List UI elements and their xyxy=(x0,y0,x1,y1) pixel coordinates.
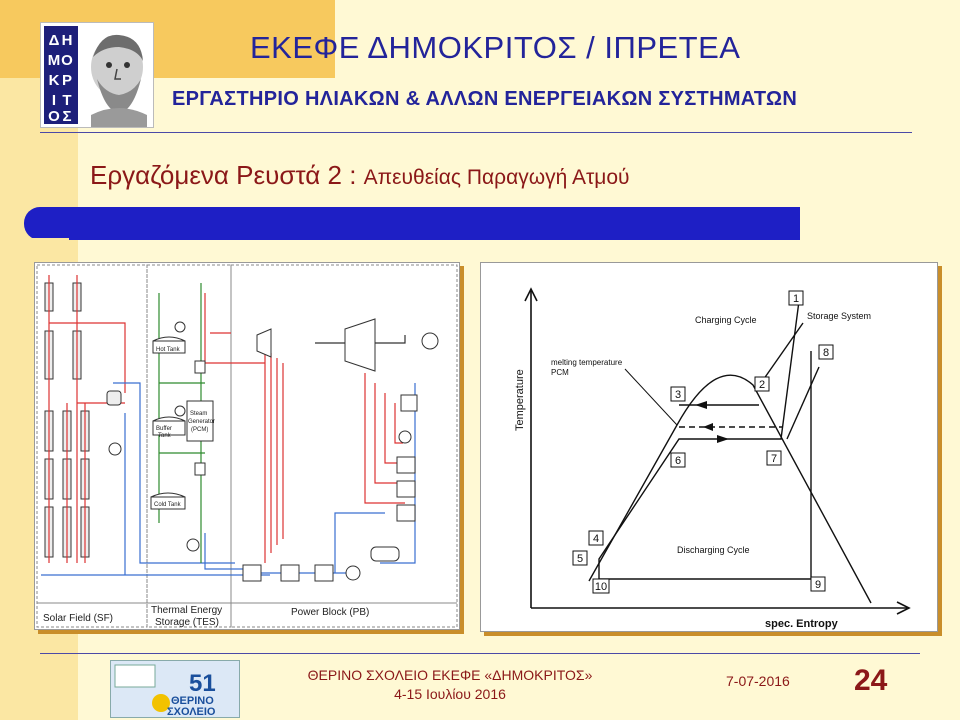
point-9-label: 9 xyxy=(815,579,821,591)
steam-generator-label-2: Generator xyxy=(188,419,215,425)
logo-letter: Ρ xyxy=(62,72,72,89)
steam-generator-label-3: (PCM) xyxy=(191,427,208,433)
storage-line xyxy=(760,322,804,384)
rankine-cycle-upper xyxy=(598,300,800,579)
logo-letter: Μ xyxy=(48,52,61,69)
footer-school: ΘΕΡΙΝΟ ΣΧΟΛΕΙΟ ΕΚΕΦΕ «ΔΗΜΟΚΡΙΤΟΣ» 4-15 Ι… xyxy=(300,666,600,704)
power-block-label: Power Block (PB) xyxy=(291,607,369,618)
point-6-label: 6 xyxy=(675,455,681,467)
point-10-label: 10 xyxy=(595,581,607,593)
demokritos-logo-graphic: Δ Η Μ Ο Κ Ρ Ι Τ Ο Σ xyxy=(41,23,153,127)
discharging-cycle-label: Discharging Cycle xyxy=(677,545,750,555)
buffer-tank-label-1: Buffer xyxy=(156,426,172,432)
page-number: 24 xyxy=(854,664,888,697)
footer-divider xyxy=(40,653,920,654)
slide-heading-main: Εργαζόμενα Ρευστά 2 : xyxy=(90,160,357,190)
lab-subtitle: ΕΡΓΑΣΤΗΡΙΟ ΗΛΙΑΚΩΝ & ΑΛΛΩΝ ΕΝΕΡΓΕΙΑΚΩΝ Σ… xyxy=(172,88,798,110)
plant-schematic-panel: Solar Field (SF) Thermal Energy Storage … xyxy=(34,262,460,630)
point-8-label: 8 xyxy=(823,347,829,359)
footer-school-line1: ΘΕΡΙΝΟ ΣΧΟΛΕΙΟ ΕΚΕΦΕ «ΔΗΜΟΚΡΙΤΟΣ» xyxy=(307,667,593,683)
point-5-label: 5 xyxy=(577,553,583,565)
logo-letter: Ο xyxy=(61,52,73,69)
solar-field-label: Solar Field (SF) xyxy=(43,613,113,624)
footer-school-line2: 4-15 Ιουλίου 2016 xyxy=(394,686,506,702)
point-7-label: 7 xyxy=(771,453,777,465)
lp-turbine-icon xyxy=(344,318,376,372)
logo-word-2: ΣΧΟΛΕΙΟ xyxy=(167,706,216,717)
plant-schematic: Solar Field (SF) Thermal Energy Storage … xyxy=(36,264,458,628)
point-2-label: 2 xyxy=(759,379,765,391)
x-axis-arrow xyxy=(896,601,911,615)
logo-number: 51 xyxy=(189,670,216,697)
x-axis-label: spec. Entropy xyxy=(765,618,839,630)
tes-label-line1: Thermal Energy xyxy=(151,605,222,616)
point-1-label: 1 xyxy=(793,293,799,305)
ts-diagram: Temperature spec. Entropy xyxy=(514,287,911,630)
ts-diagram-panel: Temperature spec. Entropy xyxy=(480,262,938,632)
storage-system-label: Storage System xyxy=(807,311,871,321)
logo-letter: Κ xyxy=(49,72,60,89)
logo-letter: Η xyxy=(62,32,73,49)
melting-pointer xyxy=(624,368,678,426)
generator-icon xyxy=(421,332,439,350)
logo-letter: Ι xyxy=(52,92,56,109)
footer-date: 7-07-2016 xyxy=(726,673,790,689)
slide-heading-sub: Απευθείας Παραγωγή Ατμού xyxy=(363,166,630,189)
point-3-label: 3 xyxy=(675,389,681,401)
slide-heading: Εργαζόμενα Ρευστά 2 : Απευθείας Παραγωγή… xyxy=(90,160,630,191)
storage-line-2 xyxy=(786,366,820,440)
logo-word-1: ΘΕΡΙΝΟ xyxy=(171,695,214,707)
steam-generator-label-1: Steam xyxy=(190,411,207,417)
logo-letter: Δ xyxy=(49,32,60,49)
hot-tank-label: Hot Tank xyxy=(156,347,181,353)
blue-accent-bar xyxy=(24,207,800,240)
melting-temp-label-1: melting temperature xyxy=(551,358,623,367)
bust-illustration xyxy=(91,34,147,127)
point-4-label: 4 xyxy=(593,533,599,545)
condenser-icon xyxy=(400,394,418,412)
charging-cycle-label: Charging Cycle xyxy=(695,315,757,325)
hp-turbine-icon xyxy=(256,328,272,358)
demokritos-logo: Δ Η Μ Ο Κ Ρ Ι Τ Ο Σ xyxy=(40,22,154,128)
logo-letter: Ο xyxy=(48,108,60,125)
blue-bar-notch xyxy=(24,238,69,244)
header-divider xyxy=(40,132,912,133)
buffer-tank-label-2: Tank xyxy=(158,433,172,439)
summer-school-logo: 51 ΘΕΡΙΝΟ ΣΧΟΛΕΙΟ xyxy=(110,660,240,718)
logo-letter: Τ xyxy=(62,92,71,109)
melting-temp-label-2: PCM xyxy=(551,368,569,377)
cold-tank-label: Cold Tank xyxy=(154,502,182,508)
power-block-section xyxy=(230,264,458,628)
saturation-dome xyxy=(588,374,872,604)
y-axis-arrow xyxy=(524,287,538,302)
y-axis-label: Temperature xyxy=(514,369,526,431)
page-title: ΕΚΕΦΕ ΔΗΜΟΚΡΙΤΟΣ / ΙΠΡΕΤΕΑ xyxy=(250,30,741,65)
tes-label-line2: Storage (TES) xyxy=(155,617,219,628)
summer-school-logo-graphic: 51 ΘΕΡΙΝΟ ΣΧΟΛΕΙΟ xyxy=(111,661,239,717)
tes-section xyxy=(146,264,232,628)
logo-letter: Σ xyxy=(62,108,71,125)
